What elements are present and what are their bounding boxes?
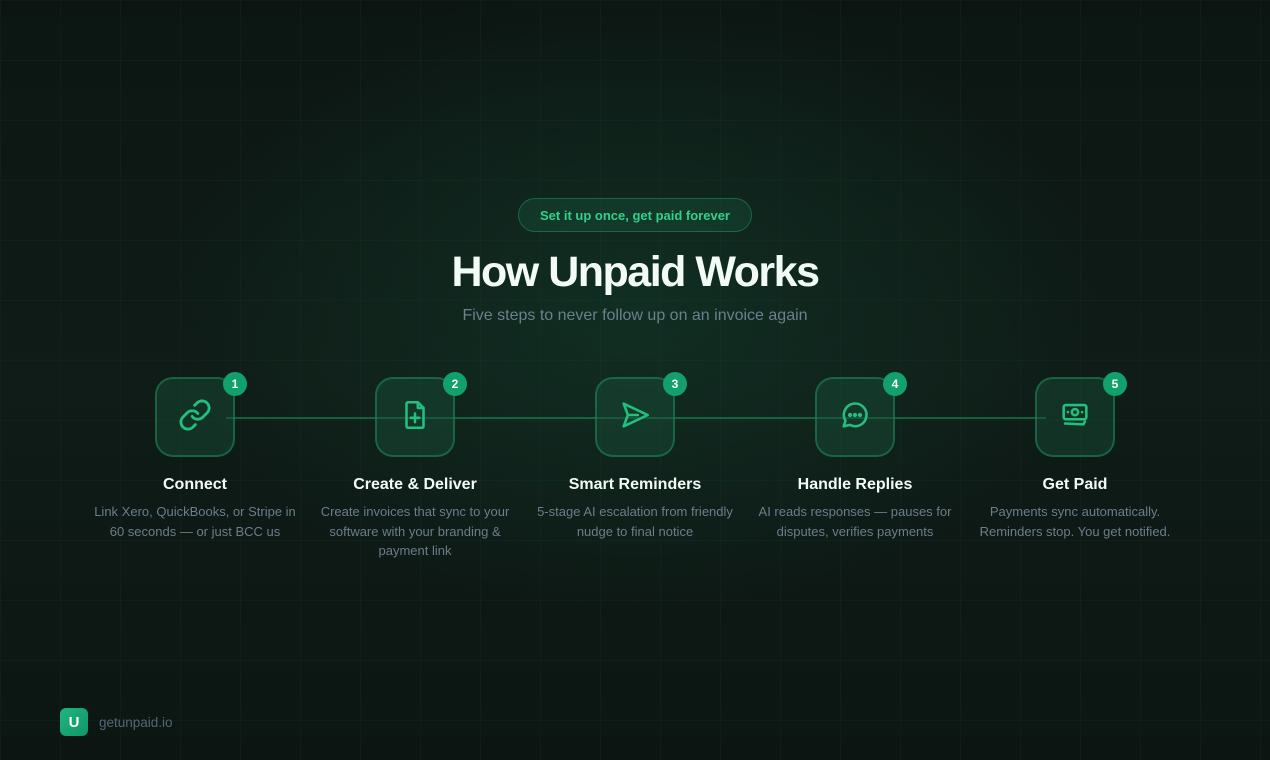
cash-icon bbox=[1058, 398, 1092, 437]
step-description: 5-stage AI escalation from friendly nudg… bbox=[537, 504, 733, 539]
link-icon bbox=[178, 398, 212, 437]
step-icon-box: 1 bbox=[155, 372, 247, 457]
step-description: Create invoices that sync to your softwa… bbox=[320, 504, 510, 558]
step-number-badge: 4 bbox=[883, 372, 907, 396]
step-number-badge: 3 bbox=[663, 372, 687, 396]
steps-connector-line bbox=[226, 417, 1046, 419]
step-description: Payments sync automatically. Reminders s… bbox=[979, 504, 1171, 539]
step-number-badge: 2 bbox=[443, 372, 467, 396]
step-description: AI reads responses — pauses for disputes… bbox=[758, 504, 952, 539]
step-title: Connect bbox=[163, 476, 227, 493]
step-icon-box: 2 bbox=[375, 372, 467, 457]
brand-logo: U bbox=[60, 708, 88, 736]
footer-brand: U getunpaid.io bbox=[60, 708, 173, 736]
step-create-deliver: 2 Create & Deliver Create invoices that … bbox=[305, 372, 525, 561]
step-get-paid: 5 Get Paid Payments sync automatically. … bbox=[965, 372, 1185, 541]
page-title: How Unpaid Works bbox=[451, 248, 820, 296]
step-title: Get Paid bbox=[1042, 476, 1108, 493]
tagline-badge: Set it up once, get paid forever bbox=[518, 198, 752, 232]
step-title: Handle Replies bbox=[797, 476, 913, 493]
step-connect: 1 Connect Link Xero, QuickBooks, or Stri… bbox=[85, 372, 305, 541]
step-icon-box: 4 bbox=[815, 372, 907, 457]
step-title: Create & Deliver bbox=[353, 476, 477, 493]
message-dots-icon bbox=[838, 398, 872, 437]
step-number-badge: 1 bbox=[223, 372, 247, 396]
file-plus-icon bbox=[398, 398, 432, 437]
page-subtitle: Five steps to never follow up on an invo… bbox=[462, 307, 808, 324]
brand-domain: getunpaid.io bbox=[99, 714, 173, 730]
send-icon bbox=[618, 398, 652, 437]
step-number-badge: 5 bbox=[1103, 372, 1127, 396]
step-title: Smart Reminders bbox=[568, 476, 702, 493]
step-icon-box: 3 bbox=[595, 372, 687, 457]
step-description: Link Xero, QuickBooks, or Stripe in 60 s… bbox=[94, 504, 296, 539]
step-icon-box: 5 bbox=[1035, 372, 1127, 457]
step-smart-reminders: 3 Smart Reminders 5-stage AI escalation … bbox=[525, 372, 745, 541]
step-handle-replies: 4 Handle Replies AI reads responses — pa… bbox=[745, 372, 965, 541]
